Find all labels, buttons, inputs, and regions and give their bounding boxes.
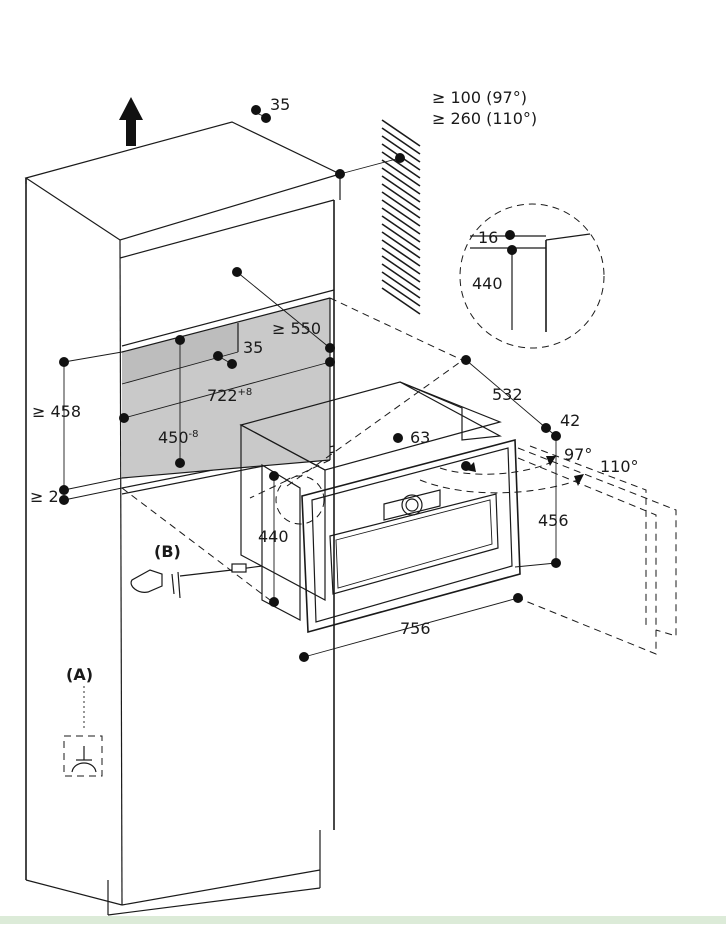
- label-gap-2: ≥ 2: [30, 487, 59, 506]
- dimension-lines: [63, 111, 557, 658]
- dimension-dot: [232, 267, 242, 277]
- vent-grille: [381, 119, 421, 315]
- dimension-dot: [119, 413, 129, 423]
- dimension-dot: [59, 485, 69, 495]
- dimension-dot: [551, 558, 561, 568]
- vent-slat: [381, 223, 421, 251]
- vent-slat: [381, 263, 421, 291]
- dimension-dot: [395, 153, 405, 163]
- vent-slat: [381, 199, 421, 227]
- dimension-dot: [325, 357, 335, 367]
- vent-slat: [381, 135, 421, 163]
- vent-slat: [381, 247, 421, 275]
- label-height-458: ≥ 458: [32, 402, 81, 421]
- vent-slat: [381, 167, 421, 195]
- socket-icon: [63, 686, 103, 777]
- vent-slat: [381, 119, 421, 147]
- vent-slat: [381, 207, 421, 235]
- vent-slat: [381, 183, 421, 211]
- label-vent-110: ≥ 260 (110°): [432, 109, 537, 128]
- vent-slat: [381, 271, 421, 299]
- label-vent-97: ≥ 100 (97°): [432, 88, 527, 107]
- vent-slat: [381, 151, 421, 179]
- dimension-dot: [269, 471, 279, 481]
- vent-slat: [381, 287, 421, 315]
- dimension-dot: [461, 461, 471, 471]
- vent-slat: [381, 191, 421, 219]
- dimension-dot: [251, 105, 261, 115]
- dimension-dot: [325, 343, 335, 353]
- dimension-dot: [175, 458, 185, 468]
- dimension-dot: [59, 357, 69, 367]
- up-arrow-icon: [119, 97, 143, 146]
- label-angle-97: 97°: [564, 445, 592, 464]
- vent-slat: [381, 175, 421, 203]
- power-plug-icon: [130, 569, 181, 599]
- label-depth-532: 532: [492, 385, 523, 404]
- dimension-dot: [461, 355, 471, 365]
- tall-cabinet: [24, 121, 342, 916]
- vent-slat: [381, 231, 421, 259]
- label-depth-550: ≥ 550: [272, 319, 321, 338]
- label-detail-440: 440: [472, 274, 503, 293]
- dimension-dot: [175, 335, 185, 345]
- label-body-440: 440: [258, 527, 289, 546]
- vent-slat: [381, 255, 421, 283]
- dimension-dot: [269, 597, 279, 607]
- dimension-dot: [213, 351, 223, 361]
- dimension-dot: [393, 433, 403, 443]
- bottom-strip: [0, 916, 726, 924]
- projection-lines: [121, 297, 677, 655]
- label-height-456: 456: [538, 511, 569, 530]
- label-detail-16: 16: [478, 228, 498, 247]
- dimension-dot: [261, 113, 271, 123]
- label-width-722: 722+8: [207, 386, 252, 405]
- dimension-dot: [513, 593, 523, 603]
- vent-slat: [381, 279, 421, 307]
- door-angle-arcs: [419, 456, 584, 494]
- label-marker-b: (B): [154, 542, 181, 561]
- vent-slat: [381, 239, 421, 267]
- label-width-756: 756: [400, 619, 431, 638]
- dimension-dot: [505, 230, 515, 240]
- dimension-dot: [227, 359, 237, 369]
- label-handle-63: 63: [410, 428, 430, 447]
- dimension-dot: [335, 169, 345, 179]
- dimension-dot: [59, 495, 69, 505]
- label-top-gap: 35: [270, 95, 290, 114]
- label-frame-42: 42: [560, 411, 580, 430]
- vent-slat: [381, 159, 421, 187]
- dimension-dot: [551, 431, 561, 441]
- vent-slat: [381, 215, 421, 243]
- dimension-dots: [59, 105, 561, 662]
- dimension-labels: 35 ≥ 100 (97°) ≥ 260 (110°) 16 440 ≥ 550…: [30, 88, 639, 684]
- oven-appliance: [179, 381, 521, 634]
- label-height-450: 450-8: [158, 428, 199, 447]
- label-inner-35: 35: [243, 338, 263, 357]
- dimension-dot: [507, 245, 517, 255]
- label-angle-110: 110°: [600, 457, 639, 476]
- vent-slat: [381, 127, 421, 155]
- dimension-dot: [541, 423, 551, 433]
- dimension-dot: [299, 652, 309, 662]
- label-marker-a: (A): [66, 665, 93, 684]
